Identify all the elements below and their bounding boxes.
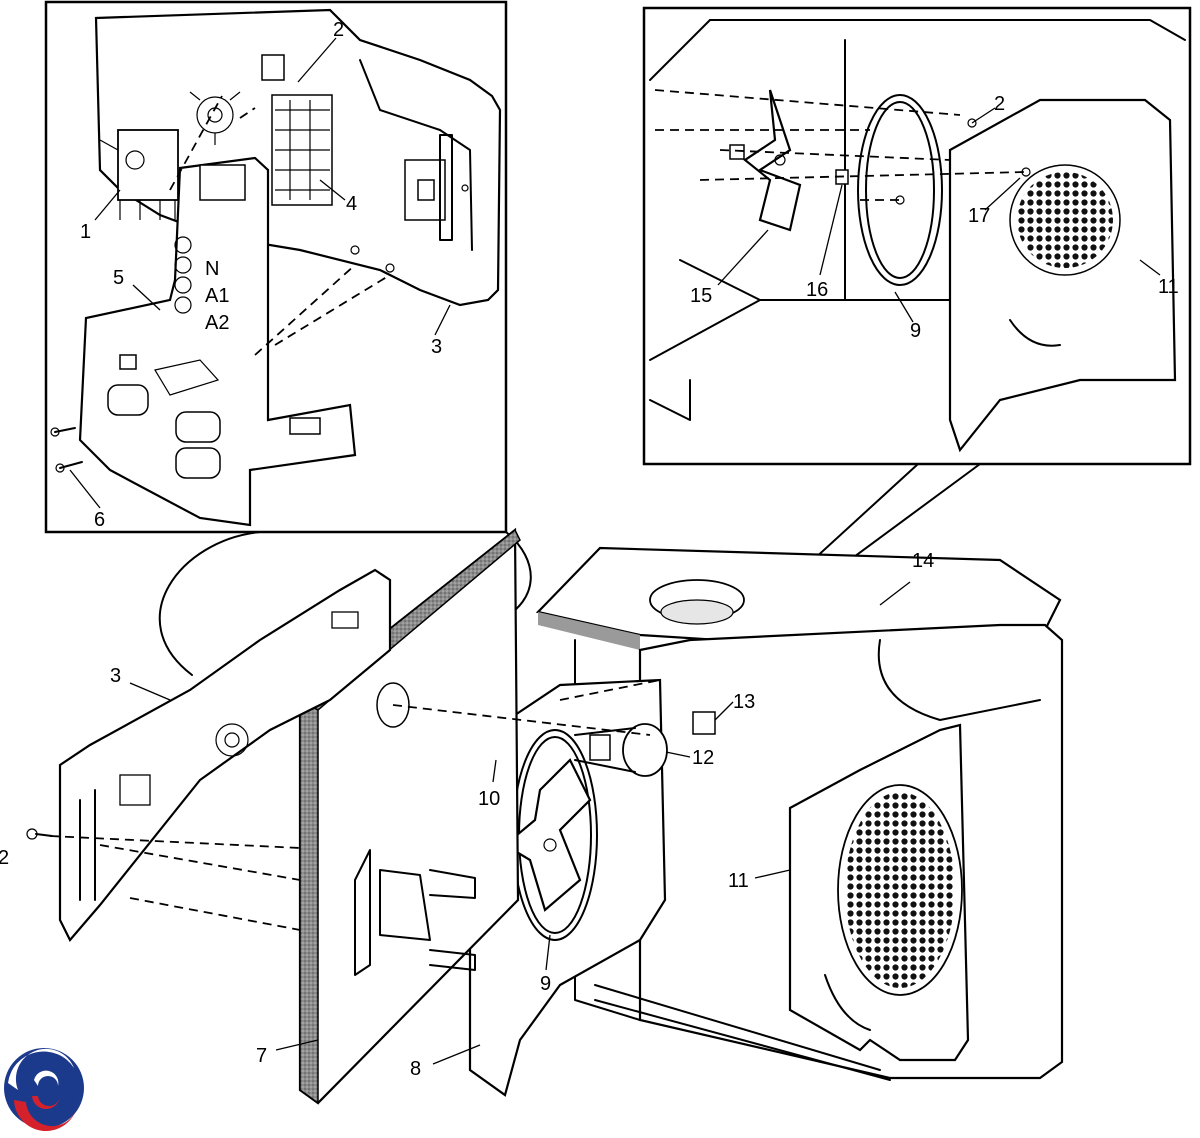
- terminal-label-a2: A2: [205, 312, 229, 334]
- callout-14: 14: [912, 550, 934, 572]
- terminal-block: [261, 54, 333, 206]
- callout-2-main: 2: [0, 847, 9, 869]
- callout-6: 6: [94, 509, 105, 531]
- assembly-lines: [49, 679, 661, 931]
- detail-inset-right: [642, 6, 1192, 466]
- fan-motor: [99, 129, 179, 220]
- callout-9-main: 9: [540, 973, 551, 995]
- callout-7: 7: [256, 1045, 267, 1067]
- callout-labels: 1 2 2 2 3 3 4 5 6 7 8 9 9 10 11 11 12 13…: [0, 19, 1179, 1080]
- callout-4: 4: [346, 193, 357, 215]
- mounting-plate: N A1 A2: [78, 156, 357, 527]
- callout-2-inset-left: 2: [333, 19, 344, 41]
- brand-swirl-logo: [4, 1048, 84, 1132]
- callout-9-inset: 9: [910, 320, 921, 342]
- rear-fan-cover: [788, 723, 970, 1062]
- screw-2: [26, 828, 53, 840]
- fan-motor-12: [574, 723, 668, 777]
- heating-element-detail: [857, 94, 943, 286]
- callout-8: 8: [410, 1058, 421, 1080]
- callout-17: 17: [968, 205, 990, 227]
- callout-10: 10: [478, 788, 500, 810]
- terminal-label-a1: A1: [205, 285, 229, 307]
- callout-11-main: 11: [728, 870, 749, 892]
- fan-mount-panel: [468, 678, 716, 1097]
- fan-blade-detail: [729, 89, 802, 232]
- rear-bracket: [58, 568, 392, 942]
- callout-leaders: [69, 37, 1161, 1065]
- detail-inset-left: N A1 A2: [44, 0, 508, 534]
- callout-2-inset-right: 2: [994, 93, 1005, 115]
- callout-12: 12: [692, 747, 714, 769]
- screws-detail: [50, 427, 83, 473]
- callout-16: 16: [806, 279, 828, 301]
- callout-13: 13: [733, 691, 755, 713]
- callout-3-main: 3: [110, 665, 121, 687]
- terminal-label-n: N: [205, 258, 219, 280]
- rear-panel-11-detail: [948, 98, 1177, 453]
- callout-3-inset: 3: [431, 336, 442, 358]
- callout-11-inset: 11: [1158, 276, 1179, 298]
- callout-1: 1: [80, 221, 91, 243]
- callout-5: 5: [113, 267, 124, 289]
- callout-15: 15: [690, 285, 712, 307]
